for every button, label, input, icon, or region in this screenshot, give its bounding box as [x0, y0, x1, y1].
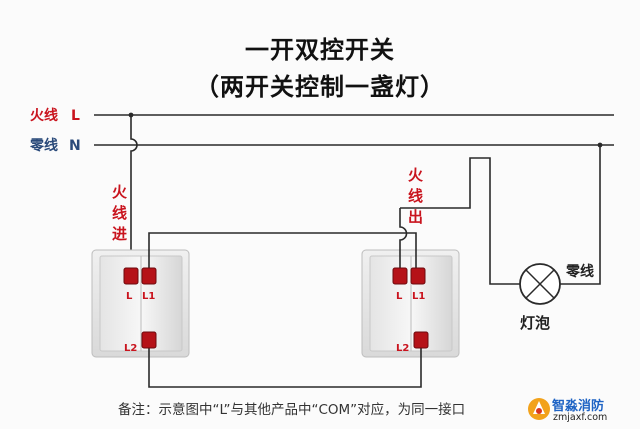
lamp-neutral-wire [560, 145, 601, 285]
live-out-label-3: 出 [408, 208, 423, 226]
live-in-label-2: 线 [112, 204, 127, 222]
live-out-label-2: 线 [408, 187, 423, 205]
neutral-junction [597, 142, 603, 148]
live-in-wire [130, 115, 138, 270]
live-label: 火线 [30, 107, 58, 124]
live-in-label-3: 进 [112, 225, 127, 243]
right-terminals [392, 267, 429, 349]
right-terminal-l2: L2 [396, 343, 409, 354]
live-out-wire [399, 208, 408, 270]
left-terminal-l2: L2 [124, 343, 137, 354]
right-terminal-l: L [396, 291, 403, 302]
lamp-symbol [519, 263, 561, 305]
watermark-logo [528, 398, 550, 420]
neutral-label: 零线 [29, 137, 58, 154]
live-letter: L [71, 108, 80, 124]
footnote: 备注：示意图中“L”与其他产品中“COM”对应，为同一接口 [118, 402, 466, 418]
live-out-label-1: 火 [408, 166, 424, 184]
diagram-title: 一开双控开关 [245, 36, 395, 64]
left-switch [91, 249, 190, 358]
right-switch [361, 249, 460, 358]
left-terminals [123, 267, 157, 349]
live-in-label-1: 火 [112, 183, 128, 201]
right-terminal-l1: L1 [412, 291, 425, 302]
live-junction [128, 112, 134, 118]
traveler-l2-wire [148, 342, 422, 388]
lamp-neutral-label: 零线 [565, 263, 594, 280]
watermark-url: zmjaxf.com [553, 412, 608, 423]
watermark-name: 智淼消防 [552, 399, 605, 414]
diagram-subtitle: （两开关控制一盏灯） [195, 73, 445, 101]
neutral-letter: N [69, 138, 81, 154]
left-terminal-l1: L1 [142, 291, 155, 302]
traveler-l1-wire [148, 232, 417, 270]
lamp-label: 灯泡 [520, 314, 550, 332]
left-terminal-l: L [126, 291, 133, 302]
lamp-feed-wire [400, 157, 520, 285]
